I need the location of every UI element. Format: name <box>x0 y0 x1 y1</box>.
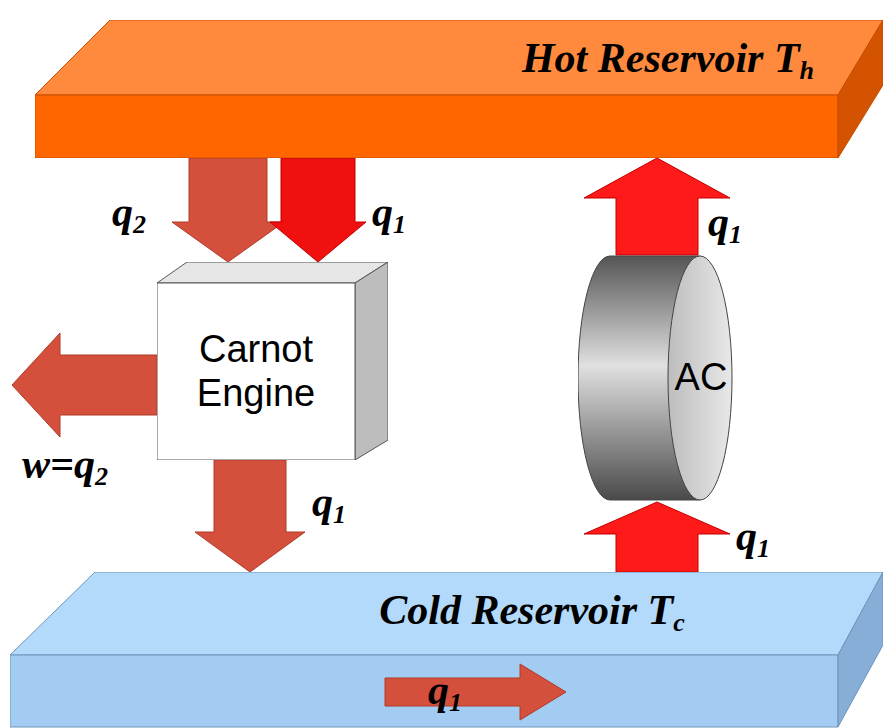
hot-reservoir: Hot Reservoir Th <box>35 20 883 158</box>
node-label: Cold Reservoir Tc <box>292 586 772 634</box>
edge-label: q1 <box>372 188 406 236</box>
carnot-engine: Carnot Engine <box>157 262 388 460</box>
heat-flow-arrow <box>584 158 730 255</box>
node-label: AC <box>671 356 731 400</box>
cylinder-face <box>668 256 732 500</box>
ac-cylinder: AC <box>578 255 733 502</box>
node-label: Hot Reservoir Th <box>468 34 868 82</box>
cube-top <box>157 262 388 283</box>
slab-front <box>35 95 838 158</box>
slab-side <box>838 572 883 727</box>
edge-label: q2 <box>112 188 146 236</box>
flow-label: w=q2 <box>22 440 108 488</box>
edge-label: q1 <box>708 198 742 246</box>
heat-flow-arrow <box>195 460 305 572</box>
edge-label: q1 <box>312 478 346 526</box>
work-arrow <box>12 333 157 437</box>
slab-side <box>838 20 883 158</box>
heat-flow-arrow <box>270 158 366 262</box>
edge-label: q1 <box>736 512 770 560</box>
node-label: Carnot Engine <box>161 328 351 415</box>
heat-flow-arrow <box>385 664 566 720</box>
heat-flow-arrow <box>172 158 284 262</box>
cube-side <box>355 262 388 460</box>
heat-flow-arrow <box>584 502 730 572</box>
flow-label: q1 <box>428 666 462 714</box>
cube-front <box>157 283 355 460</box>
slab-top <box>10 572 883 655</box>
slab-front <box>10 655 838 727</box>
slab-top <box>35 20 883 95</box>
